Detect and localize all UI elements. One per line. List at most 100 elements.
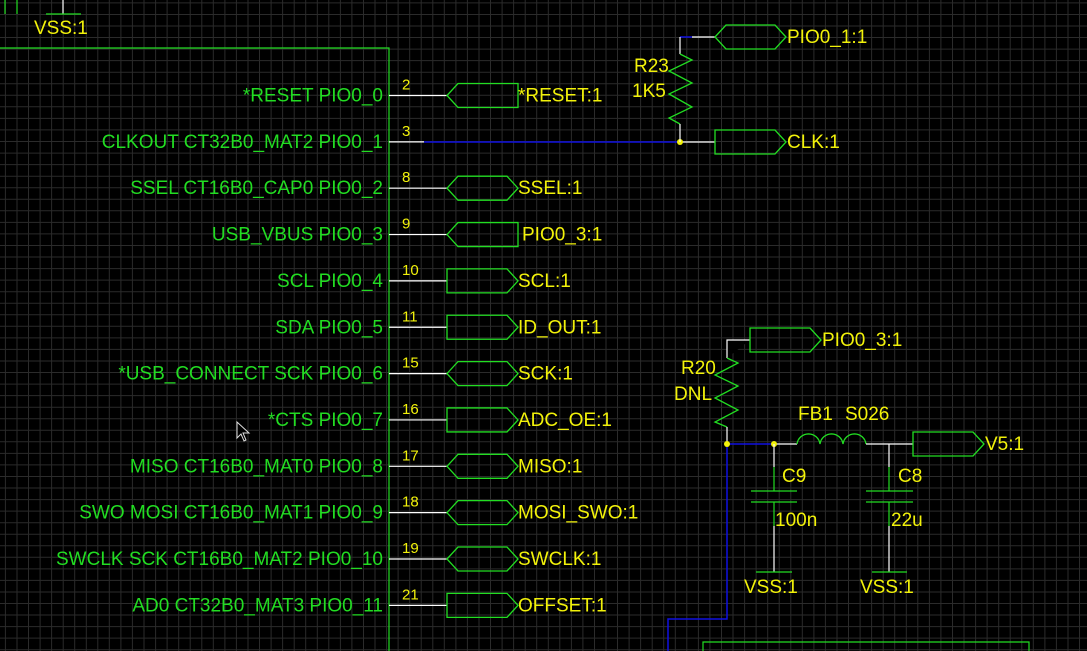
net-label-vss: VSS:1 bbox=[744, 577, 798, 598]
port-bidirectional-icon bbox=[714, 24, 787, 50]
c8-ref: C8 bbox=[898, 466, 922, 487]
junction-dot bbox=[724, 441, 730, 447]
net-port-v5[interactable]: V5:1 bbox=[912, 431, 1024, 457]
net-port-sck-1[interactable]: SCK:1 bbox=[446, 360, 573, 387]
pin-number: 8 bbox=[402, 169, 410, 186]
net-port-reset-1[interactable]: *RESET:1 bbox=[446, 82, 602, 109]
pin-number: 16 bbox=[402, 401, 419, 418]
ic-pin-3[interactable]: CLKOUT CT32B0_MAT2 PIO0_13 bbox=[102, 123, 424, 153]
pin-label: SWO MOSI CT16B0_MAT1 PIO0_9 bbox=[79, 503, 383, 524]
net-port-pio0-1[interactable]: PIO0_1:1 bbox=[714, 24, 867, 50]
pin-label: SSEL CT16B0_CAP0 PIO0_2 bbox=[130, 178, 383, 199]
resistor-r20[interactable]: R20 DNL PIO0_3:1 bbox=[674, 327, 902, 444]
capacitor-c8[interactable]: C8 22u VSS:1 bbox=[860, 444, 923, 598]
net-label-reset-1: *RESET:1 bbox=[518, 86, 602, 107]
c9-ref: C9 bbox=[782, 466, 806, 487]
pin-number: 9 bbox=[402, 216, 410, 233]
net-port-pio0-3-1[interactable]: PIO0_3:1 bbox=[446, 221, 602, 248]
capacitor-c9[interactable]: C9 100n VSS:1 bbox=[744, 444, 817, 598]
inductor-coil-icon bbox=[796, 433, 867, 445]
v5-filter-net[interactable]: FB1 S026 V5:1 C9 100n VSS:1 C8 bbox=[667, 404, 1024, 651]
port-output-icon bbox=[446, 592, 519, 618]
pin-number: 10 bbox=[402, 262, 419, 279]
wire-v5-down[interactable] bbox=[667, 444, 728, 651]
net-port-scl-1[interactable]: SCL:1 bbox=[446, 268, 571, 294]
net-label-id-out-1: ID_OUT:1 bbox=[518, 317, 601, 338]
port-bidirectional-icon bbox=[446, 453, 519, 479]
pin-label: *CTS PIO0_7 bbox=[268, 410, 383, 431]
pin-number: 11 bbox=[402, 308, 418, 325]
clk-net[interactable] bbox=[424, 139, 715, 145]
pin-label: AD0 CT32B0_MAT3 PIO0_11 bbox=[132, 595, 383, 616]
ic-pin-2[interactable]: *RESET PIO0_02*RESET:1 bbox=[243, 77, 603, 109]
net-label-pio0-3-1: PIO0_3:1 bbox=[822, 330, 902, 351]
ic-symbol-bottom[interactable] bbox=[702, 641, 1030, 651]
r23-ref: R23 bbox=[634, 56, 669, 77]
pin-number: 18 bbox=[402, 494, 419, 511]
net-label-adc-oe-1: ADC_OE:1 bbox=[518, 410, 612, 431]
net-label-sck-1: SCK:1 bbox=[518, 364, 573, 385]
pin-label: CLKOUT CT32B0_MAT2 PIO0_1 bbox=[102, 132, 383, 153]
resistor-zigzag-icon bbox=[667, 53, 694, 125]
port-bidirectional-icon bbox=[446, 499, 519, 526]
net-label-pio0-3-1: PIO0_3:1 bbox=[522, 225, 602, 246]
net-label-offset-1: OFFSET:1 bbox=[518, 595, 607, 616]
net-port-mosi-swo-1[interactable]: MOSI_SWO:1 bbox=[446, 499, 638, 526]
port-output-icon bbox=[749, 327, 822, 353]
c8-value: 22u bbox=[891, 510, 923, 531]
net-port-adc-oe-1[interactable]: ADC_OE:1 bbox=[446, 407, 612, 433]
net-port-offset-1[interactable]: OFFSET:1 bbox=[446, 592, 607, 618]
pin-label: SCL PIO0_4 bbox=[277, 271, 383, 292]
net-port-ssel-1[interactable]: SSEL:1 bbox=[446, 175, 582, 201]
port-output-icon bbox=[714, 129, 787, 155]
net-port-pio0-3[interactable]: PIO0_3:1 bbox=[749, 327, 902, 353]
net-label-mosi-swo-1: MOSI_SWO:1 bbox=[518, 503, 638, 524]
ic-pin-19[interactable]: SWCLK SCK CT16B0_MAT2 PIO0_10 19 SWCLK:1 bbox=[56, 540, 601, 572]
net-label-scl-1: SCL:1 bbox=[518, 271, 571, 292]
net-label-v5-1: V5:1 bbox=[985, 434, 1024, 455]
pin-number: 17 bbox=[402, 447, 419, 464]
net-port-swclk-1[interactable]: SWCLK:1 bbox=[446, 546, 601, 572]
pin-label: SDA PIO0_5 bbox=[275, 317, 383, 338]
ic-body-outline bbox=[0, 47, 390, 651]
net-label-clk-1: CLK:1 bbox=[787, 132, 840, 153]
resistor-r23[interactable]: R23 1K5 PIO0_1:1 CLK:1 bbox=[632, 24, 867, 155]
c9-value: 100n bbox=[775, 510, 817, 531]
net-port-clk[interactable]: CLK:1 bbox=[714, 129, 840, 155]
net-port-id-out-1[interactable]: ID_OUT:1 bbox=[446, 314, 601, 340]
pin-label: USB_VBUS PIO0_3 bbox=[212, 225, 383, 246]
mouse-cursor-icon bbox=[236, 420, 251, 442]
pin-label: SWCLK SCK CT16B0_MAT2 PIO0_10 bbox=[56, 549, 383, 570]
net-label-ssel-1: SSEL:1 bbox=[518, 178, 582, 199]
port-bidirectional-icon bbox=[446, 360, 519, 387]
resistor-zigzag-icon bbox=[713, 357, 740, 428]
r20-value: DNL bbox=[674, 384, 712, 405]
pin-number: 15 bbox=[402, 355, 419, 372]
pin-label: *RESET PIO0_0 bbox=[243, 86, 383, 107]
net-label-vss: VSS:1 bbox=[34, 18, 88, 39]
net-label-miso-1: MISO:1 bbox=[518, 456, 582, 477]
pin-number: 19 bbox=[402, 540, 419, 557]
net-port-miso-1[interactable]: MISO:1 bbox=[446, 453, 582, 479]
port-input-icon bbox=[446, 221, 519, 248]
port-output-icon bbox=[446, 407, 519, 433]
fb1-ref: FB1 bbox=[798, 404, 833, 425]
fb1-value: S026 bbox=[845, 404, 889, 425]
port-bidirectional-icon bbox=[446, 546, 519, 572]
vss-power-symbol-top-left[interactable]: VSS:1 bbox=[4, 0, 88, 39]
ferrite-bead-fb1[interactable]: FB1 S026 bbox=[796, 404, 889, 445]
pin-label: MISO CT16B0_MAT0 PIO0_8 bbox=[130, 456, 383, 477]
port-bidirectional-icon bbox=[446, 175, 519, 201]
